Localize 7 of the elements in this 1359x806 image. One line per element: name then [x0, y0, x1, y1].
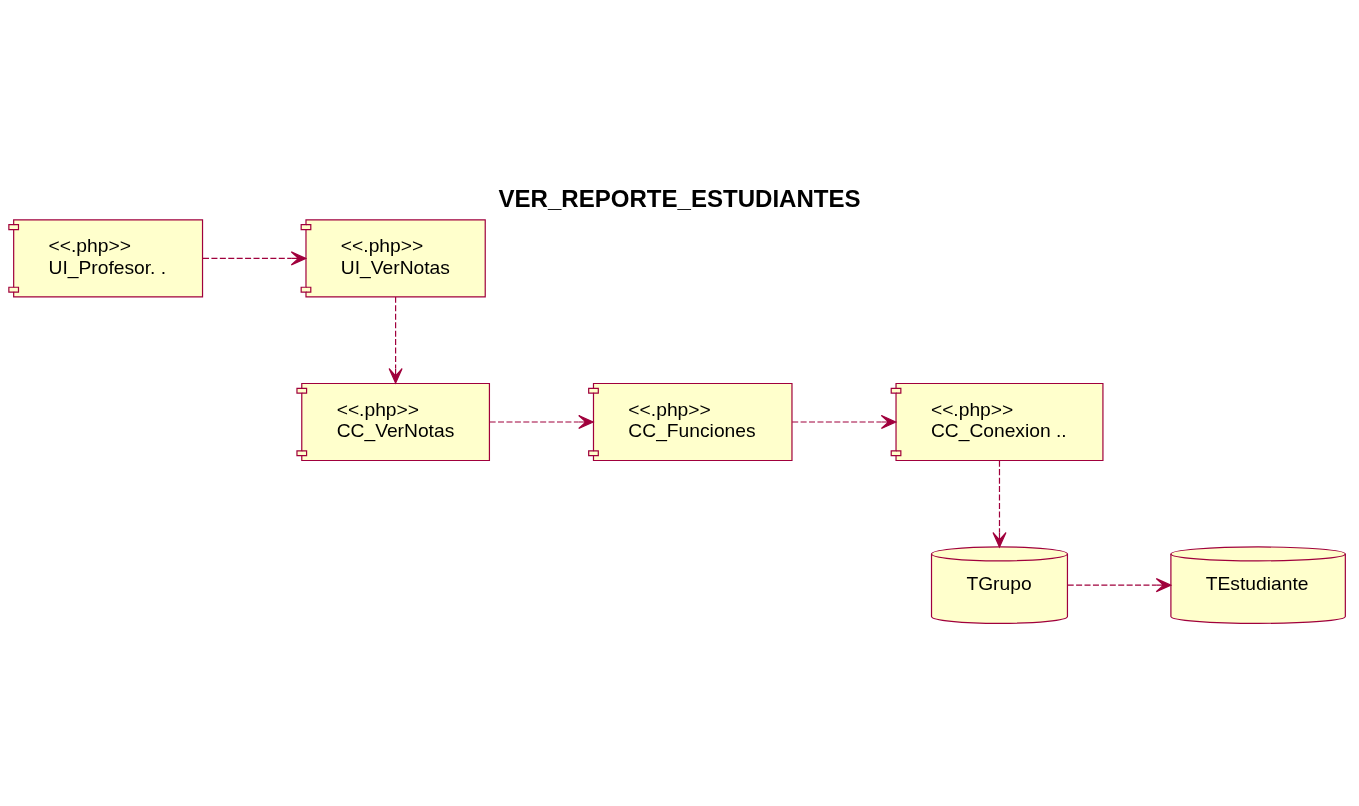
arrow	[992, 459, 1007, 548]
arrow	[791, 414, 897, 429]
arrow	[1067, 577, 1172, 592]
diagram-title: VER_REPORTE_ESTUDIANTES	[498, 184, 861, 212]
arrow	[202, 250, 307, 265]
arrow	[388, 295, 403, 384]
arrow	[489, 414, 594, 429]
